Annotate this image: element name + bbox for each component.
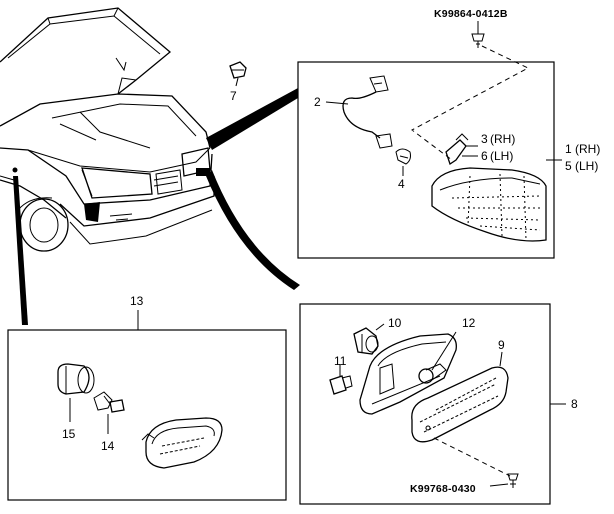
callout-14: 14	[101, 439, 115, 453]
bulb-4	[395, 148, 411, 176]
side-marker-lens	[141, 417, 223, 469]
callout-5-side: (LH)	[575, 159, 598, 173]
wiring-harness-2	[325, 75, 393, 149]
part-code-bottom-screw: K99768-0430	[410, 483, 476, 495]
screw-bottom-icon	[507, 473, 519, 488]
box-side-marker	[7, 329, 287, 501]
callout-4: 4	[398, 177, 405, 191]
callout-1: 1	[565, 142, 572, 156]
car-front-illustration	[0, 7, 215, 252]
socket-15	[57, 363, 95, 422]
part-code-top-screw: K99864-0412B	[434, 8, 508, 20]
callout-13: 13	[130, 294, 144, 308]
bumper-lamp-lens	[411, 351, 509, 443]
bulb-11	[329, 364, 353, 395]
callout-3: 3	[481, 132, 488, 146]
callout-3-side: (RH)	[490, 132, 515, 146]
callout-5: 5	[565, 159, 572, 173]
callout-8: 8	[571, 397, 578, 411]
callout-9: 9	[498, 338, 505, 352]
bulb-14	[93, 391, 125, 434]
pointer-wedges	[13, 88, 300, 325]
socket-10	[353, 323, 385, 355]
clip-7	[229, 61, 247, 87]
callout-6: 6	[481, 149, 488, 163]
callout-11: 11	[334, 354, 347, 368]
callout-1-side: (RH)	[575, 142, 600, 156]
callout-6-side: (LH)	[490, 149, 513, 163]
callout-12: 12	[462, 316, 476, 330]
callout-10: 10	[388, 316, 402, 330]
callout-15: 15	[62, 427, 76, 441]
screw-top-icon	[471, 33, 485, 48]
corner-lamp-lens	[431, 167, 547, 242]
callout-7: 7	[230, 89, 237, 103]
callout-2: 2	[314, 95, 321, 109]
bumper-lamp-housing	[359, 331, 457, 415]
socket-3-6	[445, 133, 478, 166]
